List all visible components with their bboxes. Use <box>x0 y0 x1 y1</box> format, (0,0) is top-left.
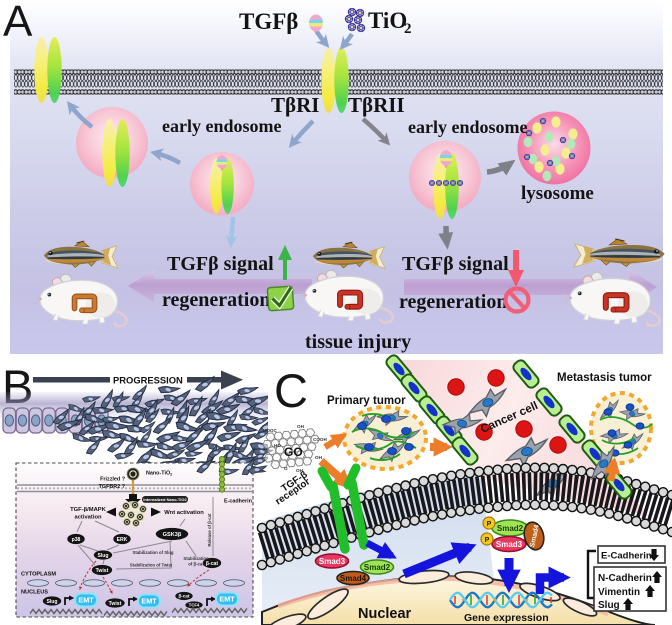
svg-text:NUCLEUS: NUCLEUS <box>21 590 48 596</box>
svg-text:Internalized Nano-TiO2: Internalized Nano-TiO2 <box>143 497 187 502</box>
svg-text:Smad4: Smad4 <box>529 524 541 548</box>
svg-text:Release of β-cat: Release of β-cat <box>207 513 212 547</box>
svg-text:early endosome: early endosome <box>162 116 281 136</box>
svg-text:p38: p38 <box>72 537 81 543</box>
svg-text:Stabilization: Stabilization <box>183 556 209 561</box>
svg-text:regeneration: regeneration <box>162 289 271 311</box>
svg-text:activation: activation <box>74 515 102 521</box>
svg-text:Nano-TiO2: Nano-TiO2 <box>146 471 172 477</box>
svg-text:2: 2 <box>404 21 412 37</box>
svg-text:β-cat: β-cat <box>179 594 190 599</box>
svg-text:P: P <box>487 521 492 528</box>
svg-text:Stabilization of Slug: Stabilization of Slug <box>132 550 173 555</box>
svg-text:early endosome: early endosome <box>408 117 527 137</box>
svg-text:TβRII: TβRII <box>348 93 405 117</box>
svg-text:EMT: EMT <box>141 597 157 606</box>
svg-text:of β-cat: of β-cat <box>188 562 204 567</box>
svg-text:Stabilization of Twist: Stabilization of Twist <box>130 563 173 568</box>
svg-text:lysosome: lysosome <box>521 183 594 204</box>
svg-text:OH: OH <box>297 424 305 429</box>
svg-text:tissue injury: tissue injury <box>305 331 411 353</box>
svg-text:COOH: COOH <box>313 437 327 442</box>
svg-text:TCF4: TCF4 <box>189 603 200 608</box>
svg-text:HOOC: HOOC <box>263 428 277 433</box>
svg-text:TiO: TiO <box>368 8 407 33</box>
svg-text:Primary tumor: Primary tumor <box>327 395 406 407</box>
svg-text:HO: HO <box>274 443 281 448</box>
svg-text:Smad2: Smad2 <box>364 563 391 572</box>
svg-text:Metastasis tumor: Metastasis tumor <box>557 372 652 384</box>
svg-text:C: C <box>274 364 308 417</box>
svg-text:TβRI: TβRI <box>271 93 319 117</box>
svg-text:TGFβ: TGFβ <box>239 9 298 34</box>
svg-text:TGFβ signal: TGFβ signal <box>402 253 509 275</box>
svg-text:GSK3β: GSK3β <box>163 532 182 538</box>
svg-text:E-Cadherin: E-Cadherin <box>601 551 652 562</box>
svg-text:CYTOPLASM: CYTOPLASM <box>21 572 56 578</box>
svg-text:TGF-β/MAPK: TGF-β/MAPK <box>70 507 107 513</box>
svg-text:Smad2: Smad2 <box>497 524 524 533</box>
svg-text:Smad4: Smad4 <box>340 574 367 583</box>
svg-text:Smad3: Smad3 <box>319 557 346 566</box>
svg-text:P: P <box>485 537 490 544</box>
svg-text:β-cat: β-cat <box>206 561 218 567</box>
svg-text:PROGRESSION: PROGRESSION <box>113 375 183 386</box>
svg-text:OH: OH <box>296 468 304 473</box>
svg-text:TGFβ signal: TGFβ signal <box>167 253 274 275</box>
svg-text:regeneration: regeneration <box>399 291 508 313</box>
svg-text:Slug: Slug <box>46 599 57 605</box>
svg-text:Slug: Slug <box>97 553 108 559</box>
svg-text:Wnt activation: Wnt activation <box>164 510 204 516</box>
svg-text:N-Cadherin: N-Cadherin <box>598 573 652 584</box>
svg-text:OH: OH <box>315 455 323 460</box>
svg-text:O: O <box>284 466 288 471</box>
svg-text:Gene expression: Gene expression <box>464 612 549 624</box>
svg-text:Smad3: Smad3 <box>496 540 523 549</box>
svg-text:A: A <box>3 0 33 46</box>
svg-text:Twist: Twist <box>96 568 109 574</box>
svg-text:Nuclear: Nuclear <box>358 606 412 622</box>
svg-text:TGFBR2 ?: TGFBR2 ? <box>99 484 125 490</box>
svg-text:EMT: EMT <box>78 596 94 605</box>
svg-text:Slug: Slug <box>598 600 620 611</box>
svg-text:Frizzled ?: Frizzled ? <box>100 477 125 483</box>
svg-text:E-cadherin: E-cadherin <box>224 499 252 505</box>
svg-text:Vimentin: Vimentin <box>598 587 640 598</box>
svg-text:ERK: ERK <box>117 537 128 543</box>
svg-text:EMT: EMT <box>219 595 235 604</box>
svg-text:Twist: Twist <box>109 601 122 607</box>
svg-text:GO: GO <box>284 445 303 459</box>
